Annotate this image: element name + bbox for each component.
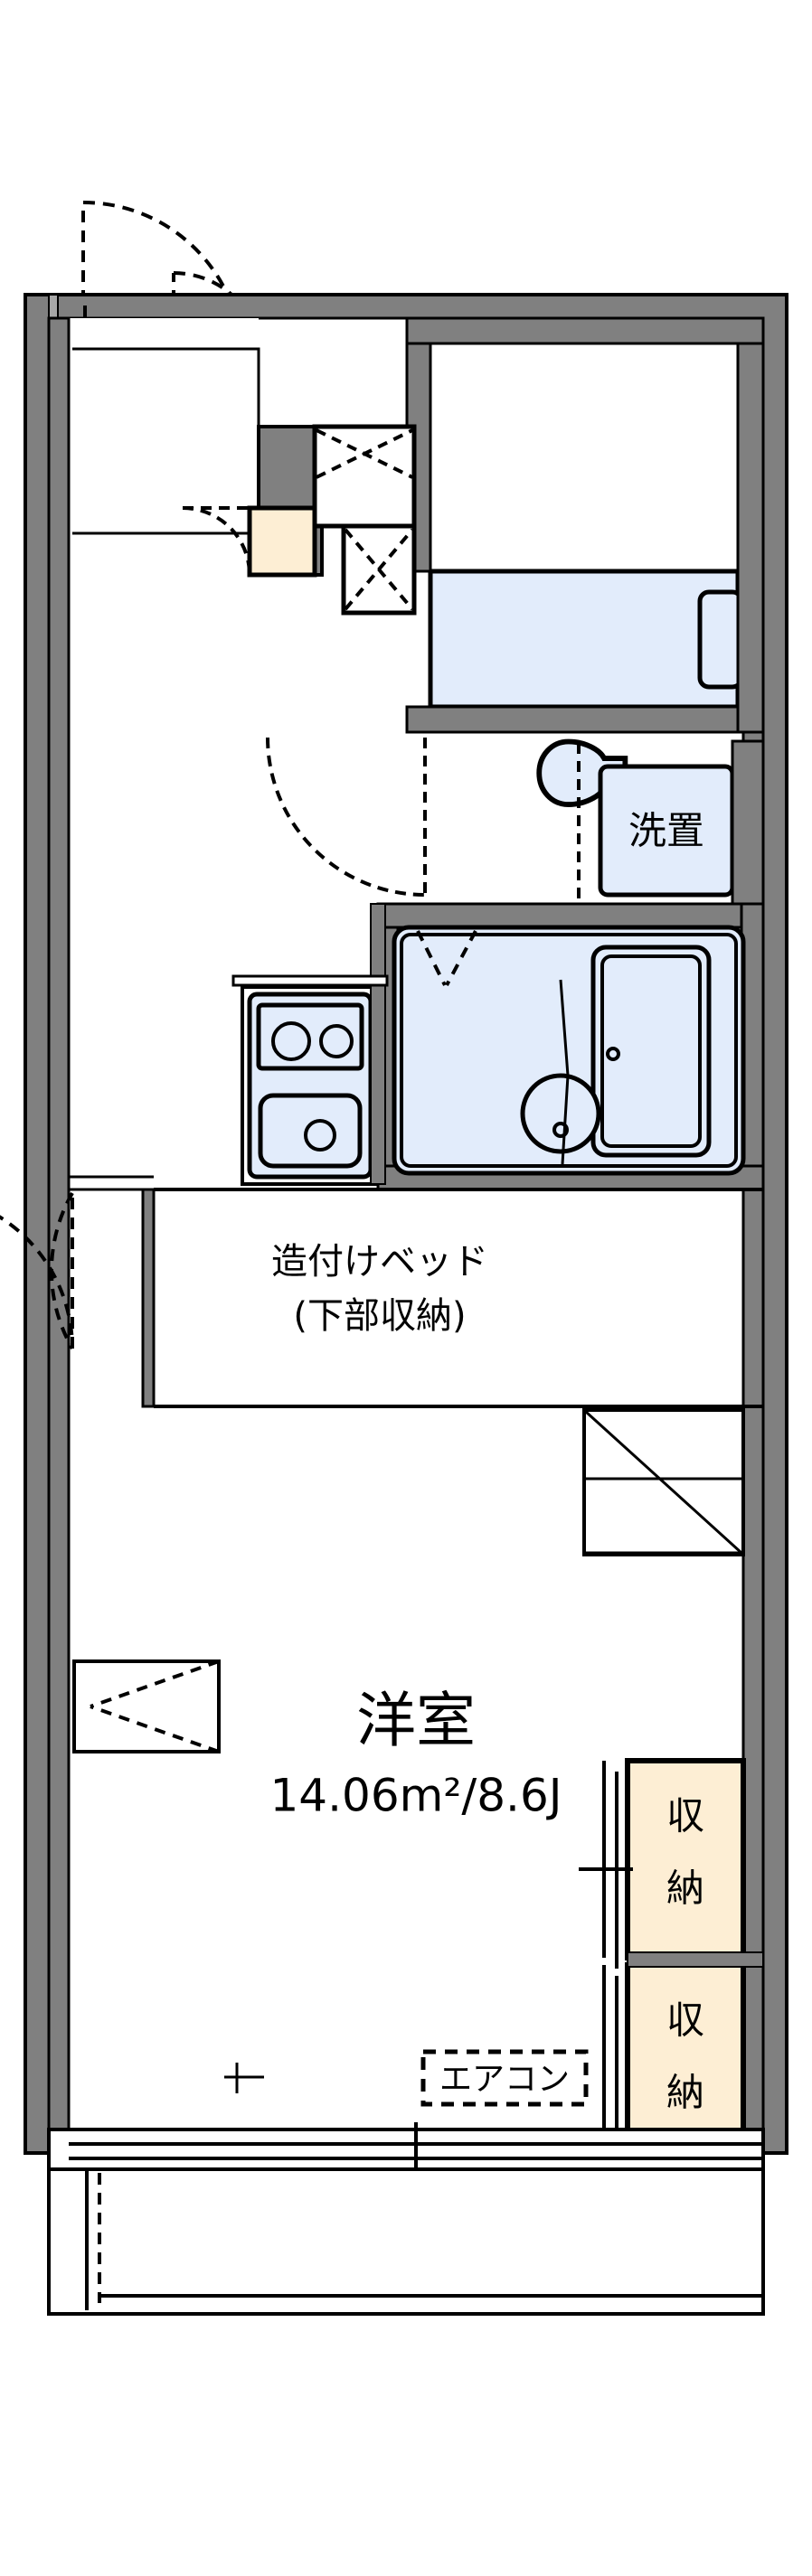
bath-door-swing	[266, 737, 581, 902]
built-in-bed-label-line1: 造付けベッド	[271, 1241, 488, 1283]
laundry-area: 洗置	[598, 739, 765, 907]
main-room-labels: 洋室 14.06m²/8.6J	[270, 1686, 562, 1821]
closet-upper-label-1: 収	[666, 1794, 704, 1838]
toilet-room	[405, 316, 765, 807]
closet-lower-label-2: 納	[666, 2071, 704, 2115]
toilet-cistern	[697, 589, 744, 690]
hall-floor-lines	[69, 1175, 154, 1191]
unit-bath	[376, 902, 765, 1191]
upper-shelf	[582, 1408, 745, 1556]
genkan-area	[48, 294, 260, 535]
hall-door-swing	[182, 506, 251, 576]
balcony-window	[47, 2122, 765, 2178]
main-room-name: 洋室	[356, 1686, 476, 1755]
aircon-label: エアコン	[439, 2061, 570, 2098]
window-left	[72, 1659, 221, 1753]
toilet-icon	[536, 738, 628, 807]
aircon-unit: エアコン	[420, 2049, 589, 2107]
closet-upper: 収 納	[625, 1758, 746, 1960]
closet-lower-label-1: 収	[666, 1998, 704, 2043]
room-door-swing	[0, 1192, 74, 1349]
entrance-door-arc	[82, 201, 244, 362]
built-in-bed-label-line2: (下部収納)	[293, 1295, 466, 1337]
hall-storage-niche	[247, 424, 417, 616]
wall-openings	[152, 1189, 264, 2093]
laundry-label: 洗置	[628, 809, 704, 853]
hall-bath-partition	[231, 903, 389, 1185]
main-room-area: 14.06m²/8.6J	[270, 1770, 562, 1822]
closet-upper-label-2: 納	[666, 1866, 704, 1911]
built-in-bed-area: 造付けベッド (下部収納)	[141, 1188, 763, 1408]
balcony	[47, 2167, 765, 2316]
kitchen-unit	[241, 985, 380, 1186]
washbasin-icon	[520, 1073, 601, 1154]
